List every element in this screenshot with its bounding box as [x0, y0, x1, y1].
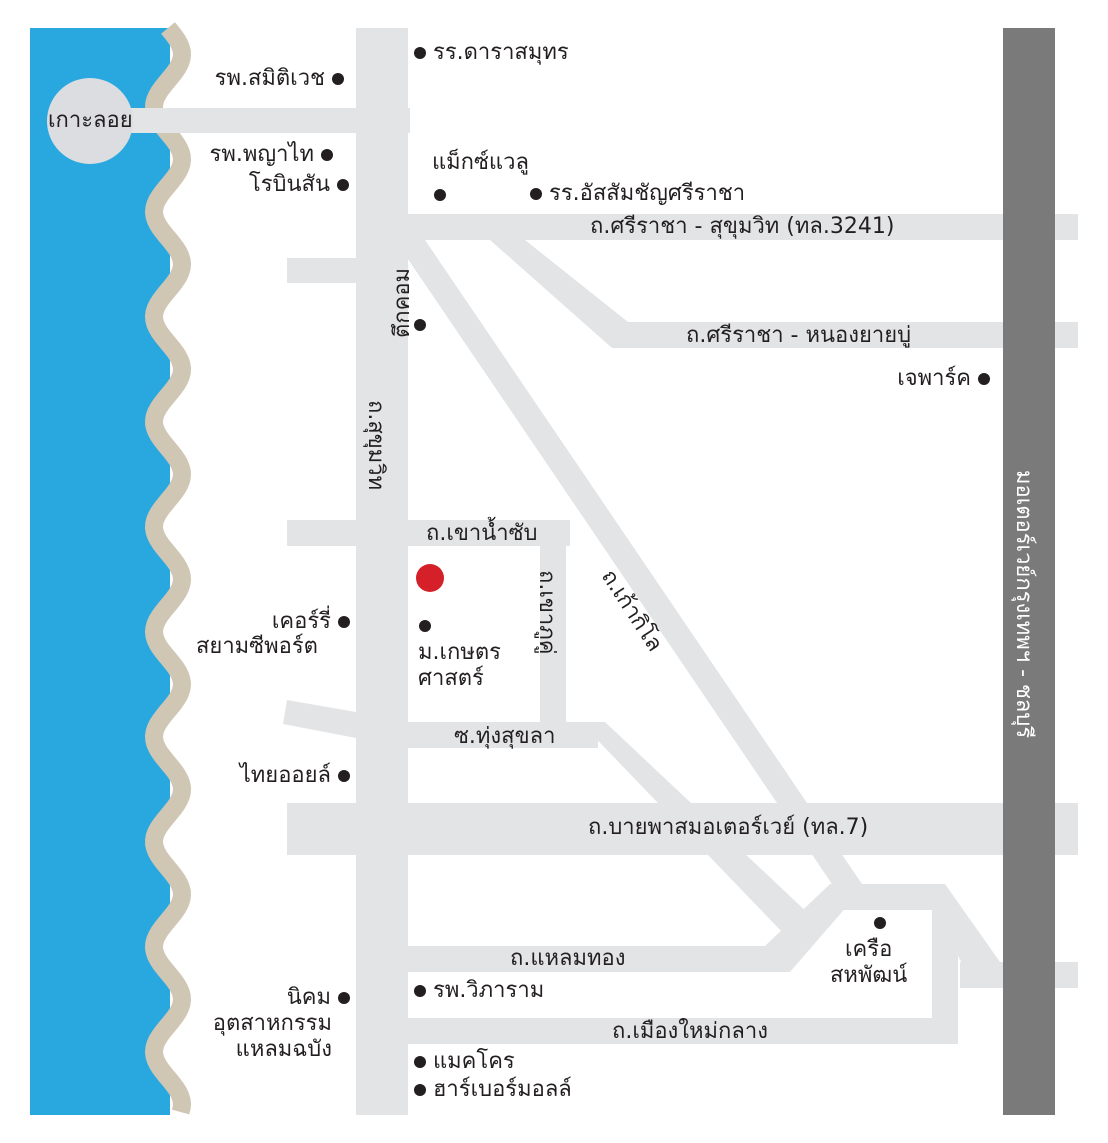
place-label: รร.อัสสัมชัญศรีราชา	[549, 181, 746, 206]
place-dot-icon	[414, 47, 426, 59]
road-label-motorway: มอเตอร์เวย์กรุงเทพฯ - ชลบุรี	[1011, 470, 1036, 739]
road-label-bypass: ถ.บายพาสมอเตอร์เวย์ (ทล.7)	[588, 815, 869, 840]
place-label: รพ.สมิติเวช	[214, 66, 325, 91]
place-kasetsart[interactable]: ม.เกษตรศาสตร์	[418, 640, 501, 692]
road-sukhumvit	[356, 28, 408, 1115]
place-label: โรบินสัน	[248, 172, 330, 197]
place-dot-icon	[419, 620, 431, 632]
place-dot-icon	[338, 616, 350, 628]
place-dot-icon	[874, 917, 886, 929]
road-label-laem-thong: ถ.แหลมทอง	[510, 946, 626, 971]
place-nikhom[interactable]: นิคม	[287, 985, 350, 1011]
place-j-park[interactable]: เจพาร์ค	[897, 366, 990, 392]
place-label: แหลมฉบัง	[235, 1037, 332, 1062]
road-sriracha-nongyaibu	[612, 322, 1078, 348]
place-dot-icon	[338, 770, 350, 782]
place-vibharam[interactable]: รพ.วิภาราม	[414, 978, 544, 1004]
road-label-sukhumvit: ถ.สุขุมวิท	[363, 400, 388, 491]
target-location-marker[interactable]	[416, 564, 444, 592]
place-label: แมคโคร	[433, 1049, 515, 1074]
road-mueang-mai-klang	[408, 1018, 958, 1044]
place-label: ไทยออยล์	[239, 763, 331, 788]
place-dot-icon	[321, 149, 333, 161]
roads	[90, 28, 1078, 1115]
island-label: เกาะลอย	[48, 108, 133, 133]
place-max-value[interactable]: แม็กซ์แวลู	[432, 150, 529, 176]
place-dot-icon	[978, 373, 990, 385]
place-samitivej[interactable]: รพ.สมิติเวช	[215, 66, 344, 92]
place-dot-icon	[414, 319, 426, 331]
road-laem-thong	[408, 946, 778, 972]
road-thung-sukhla	[408, 722, 598, 748]
place-dot-icon	[414, 1084, 426, 1096]
place-dot-icon	[414, 985, 426, 997]
road-label-mueang-mai-klang: ถ.เมืองใหม่กลาง	[612, 1019, 768, 1044]
place-label: รร.ดาราสมุทร	[433, 40, 569, 65]
road-laem-thong-diag	[765, 884, 848, 972]
place-assumption[interactable]: รร.อัสสัมชัญศรีราชา	[530, 181, 745, 207]
place-label: ฮาร์เบอร์มอลล์	[433, 1077, 572, 1102]
road-label-thung-sukhla: ซ.ทุ่งสุขลา	[454, 724, 556, 749]
place-label: ศาสตร์	[418, 666, 484, 691]
place-dot-icon	[332, 73, 344, 85]
place-kruea-sahapat[interactable]: เครือสหพัฒน์	[830, 937, 907, 989]
place-label: ม.เกษตร	[418, 640, 501, 665]
road-connector	[830, 884, 940, 910]
road-bypass	[287, 803, 1078, 855]
place-robinson[interactable]: โรบินสัน	[249, 172, 349, 198]
place-label-siam-seaport: สยามซีพอร์ต	[196, 634, 318, 659]
place-makro[interactable]: แมคโคร	[414, 1049, 515, 1075]
place-phyathai[interactable]: รพ.พญาไท	[210, 142, 333, 168]
place-tuek-com[interactable]: ตึกคอม	[390, 267, 415, 338]
place-label: รพ.วิภาราม	[433, 978, 545, 1003]
place-dot-icon	[338, 992, 350, 1004]
road-sriracha-sukhumvit	[408, 214, 1078, 240]
road-kao-kilo	[395, 240, 862, 884]
place-label: นิคม	[286, 985, 331, 1010]
road-label-khao-phu-khu: ถ.เขาภูคู่	[534, 570, 559, 655]
road-diag-nongyaibu	[490, 240, 628, 348]
place-label: เครือ	[845, 937, 893, 962]
place-dara-samut[interactable]: รร.ดาราสมุทร	[414, 40, 569, 66]
road-label-sriracha-nongyaibu: ถ.ศรีราชา - หนองยายบู่	[686, 323, 912, 348]
place-dot-icon	[530, 188, 542, 200]
place-label: เจพาร์ค	[897, 366, 971, 391]
shoreline	[144, 22, 192, 1115]
road-mmk-vertical	[932, 905, 958, 1044]
place-label: เคอร์รี่	[271, 609, 331, 634]
place-curry-siam-seaport[interactable]: เคอร์รี่	[272, 609, 350, 635]
place-label: รพ.พญาไท	[209, 142, 314, 167]
place-dot-icon	[337, 179, 349, 191]
place-dot-icon	[414, 1056, 426, 1068]
place-thai-oil[interactable]: ไทยออยล์	[240, 763, 350, 789]
road-left-slant	[283, 700, 356, 738]
motorway	[1003, 28, 1055, 1115]
road-label-sriracha-sukhumvit: ถ.ศรีราชา - สุขุมวิท (ทล.3241)	[590, 214, 895, 239]
place-label: แม็กซ์แวลู	[432, 150, 529, 175]
place-dot-icon	[434, 189, 446, 201]
road-khao-nam-sap	[287, 520, 570, 546]
place-label: สหพัฒน์	[830, 963, 908, 988]
island	[47, 78, 133, 164]
place-label: อุตสาหกรรม	[212, 1011, 332, 1036]
road-label-khao-nam-sap: ถ.เขาน้ำซับ	[426, 521, 538, 546]
road-left-stub	[287, 258, 357, 283]
place-harbor-mall[interactable]: ฮาร์เบอร์มอลล์	[414, 1077, 572, 1103]
road-khao-phu-khu	[540, 546, 566, 722]
place-label-nikhom-2: อุตสาหกรรมแหลมฉบัง	[213, 1011, 332, 1063]
